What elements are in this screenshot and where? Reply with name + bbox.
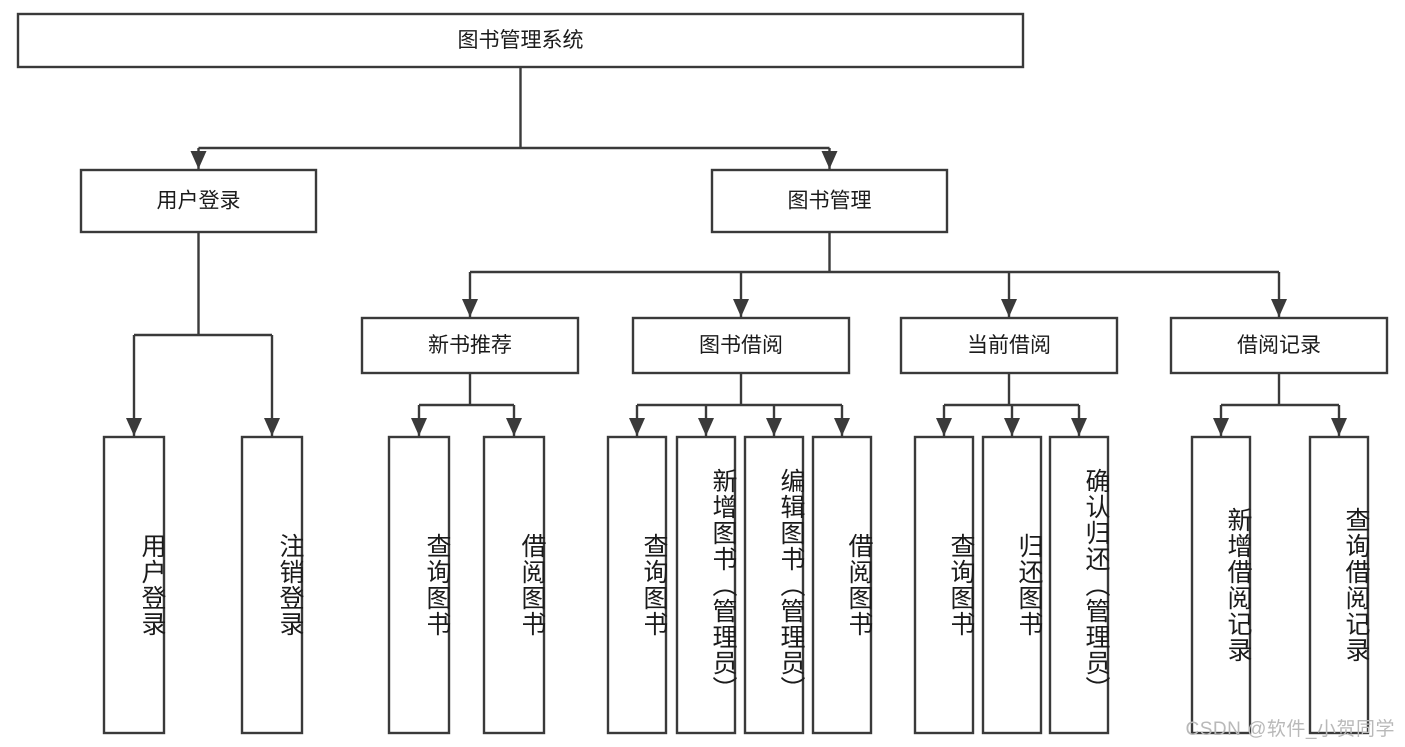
arrow-user-login-to-user-login-leaf [126, 418, 142, 436]
node-user-login-leaf-box[interactable] [102, 435, 166, 735]
arrow-new-book-recommend-to-recommend-borrow-book [506, 418, 522, 436]
node-book-management-box[interactable] [710, 168, 949, 234]
arrow-book-management-to-current-borrow [1001, 299, 1017, 317]
arrow-book-borrow-to-borrow-borrow-book [834, 418, 850, 436]
node-borrow-query-book-box[interactable] [606, 435, 668, 735]
arrow-current-borrow-to-current-query-book [936, 418, 952, 436]
arrow-book-management-to-borrow-record [1271, 299, 1287, 317]
node-user-login-box[interactable] [79, 168, 318, 234]
arrow-new-book-recommend-to-recommend-query-book [411, 418, 427, 436]
node-new-book-recommend-label: 新书推荐 [428, 334, 512, 357]
arrow-user-login-to-user-logout-leaf [264, 418, 280, 436]
node-current-borrow-box[interactable] [899, 316, 1119, 375]
arrow-borrow-record-to-record-query [1331, 418, 1347, 436]
arrow-book-borrow-to-borrow-query-book [629, 418, 645, 436]
arrow-borrow-record-to-record-add [1213, 418, 1229, 436]
node-book-management-label: 图书管理 [788, 190, 872, 213]
node-current-confirm-return-box[interactable] [1048, 435, 1110, 735]
node-root-label: 图书管理系统 [458, 29, 584, 52]
arrow-book-management-to-new-book-recommend [462, 299, 478, 317]
node-borrow-record-box[interactable] [1169, 316, 1389, 375]
node-borrow-add-book-box[interactable] [675, 435, 737, 735]
node-root-box[interactable] [16, 12, 1025, 69]
boxes-layer [16, 12, 1389, 735]
arrow-book-borrow-to-borrow-edit-book [766, 418, 782, 436]
watermark: CSDN @软件_小贺同学 [1185, 719, 1395, 740]
arrow-root-to-book-management [821, 151, 838, 169]
arrow-root-to-user-login [190, 151, 207, 169]
arrow-book-management-to-book-borrow [733, 299, 749, 317]
node-record-query-box[interactable] [1308, 435, 1370, 735]
node-new-book-recommend-box[interactable] [360, 316, 580, 375]
node-book-borrow-box[interactable] [631, 316, 851, 375]
node-borrow-record-label: 借阅记录 [1237, 334, 1321, 357]
node-user-logout-leaf-box[interactable] [240, 435, 304, 735]
node-recommend-borrow-book-box[interactable] [482, 435, 546, 735]
node-current-return-book-box[interactable] [981, 435, 1043, 735]
node-recommend-query-book-box[interactable] [387, 435, 451, 735]
arrow-current-borrow-to-current-return-book [1004, 418, 1020, 436]
node-current-query-book-box[interactable] [913, 435, 975, 735]
node-current-borrow-label: 当前借阅 [967, 334, 1051, 357]
node-user-login-label: 用户登录 [157, 190, 241, 213]
node-borrow-borrow-book-box[interactable] [811, 435, 873, 735]
node-borrow-edit-book-box[interactable] [743, 435, 805, 735]
connectors-layer [126, 67, 1347, 436]
arrow-book-borrow-to-borrow-add-book [698, 418, 714, 436]
node-record-add-box[interactable] [1190, 435, 1252, 735]
node-book-borrow-label: 图书借阅 [699, 334, 783, 357]
arrow-current-borrow-to-current-confirm-return [1071, 418, 1087, 436]
